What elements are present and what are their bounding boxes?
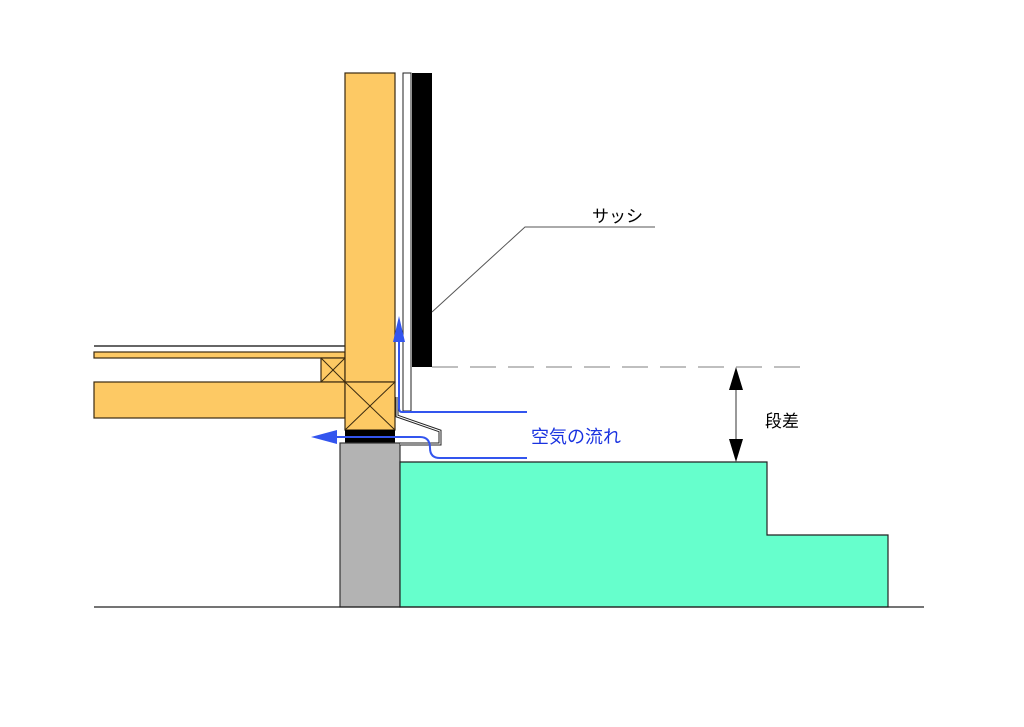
sash-leader-line <box>431 226 655 313</box>
sleeper-block <box>320 357 346 383</box>
arrow-up-icon <box>393 316 405 342</box>
floor-board <box>93 351 346 359</box>
floor-joist <box>93 381 346 419</box>
concrete-foundation <box>339 442 401 608</box>
arrow-left-icon <box>311 430 337 444</box>
wall-stud <box>344 72 396 383</box>
sash-label: サッシ <box>592 207 643 227</box>
exterior-fill <box>399 461 889 608</box>
sill-plate <box>344 381 396 431</box>
airflow-lower-path <box>311 430 527 459</box>
step-dimension <box>729 367 743 462</box>
sash-frame <box>412 73 432 367</box>
airflow-label: 空気の流れ <box>531 427 621 448</box>
exterior-panel <box>402 72 412 412</box>
arrow-down-icon <box>729 439 743 462</box>
arrow-up-icon <box>729 367 743 390</box>
step-label: 段差 <box>765 412 799 432</box>
airflow-upper-path <box>393 316 527 413</box>
